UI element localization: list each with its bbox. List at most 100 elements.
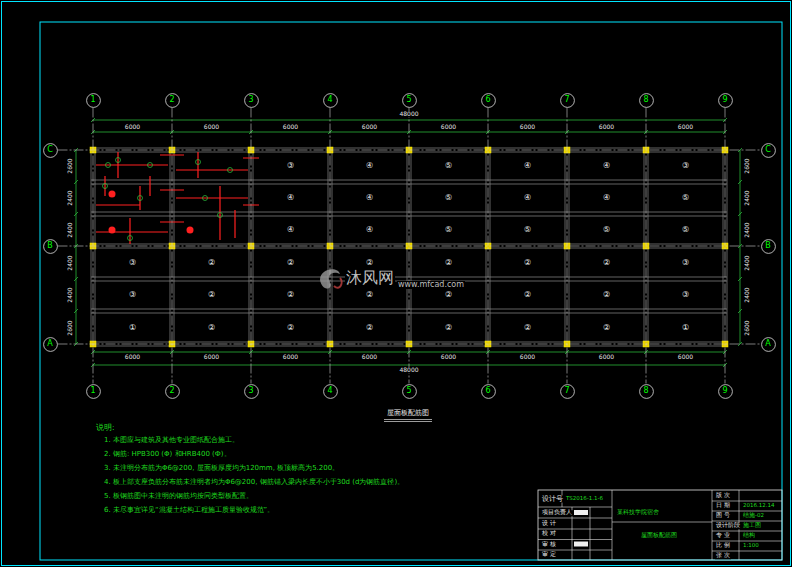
slab-number: ② xyxy=(207,259,216,267)
dimension-text: 48000 xyxy=(398,367,419,373)
slab-number: ② xyxy=(444,259,453,267)
title-block-cell: 结构 xyxy=(742,533,756,539)
slab-number: ④ xyxy=(602,194,611,202)
bubble-circle xyxy=(402,384,416,398)
title-block-cell: 版 次 xyxy=(715,493,731,499)
axis-bubble: 8 xyxy=(639,384,654,399)
slab-number: ② xyxy=(523,291,532,299)
title-block-cell: 图 号 xyxy=(715,513,731,519)
bubble-circle xyxy=(481,384,495,398)
axis-label: C xyxy=(47,146,53,154)
axis-bubble: 3 xyxy=(244,384,259,399)
title-block-grid xyxy=(538,490,782,560)
slab-number: ⑤ xyxy=(681,194,690,202)
note-text: 3. 未注明分布筋为Φ6@200, 屋面板厚度均为120mm, 板顶标高为5.2… xyxy=(103,465,340,472)
slab-number: ② xyxy=(444,291,453,299)
slab-number: ② xyxy=(602,291,611,299)
axis-label: 8 xyxy=(643,387,648,395)
dimension-text: 2400 xyxy=(67,189,73,206)
slab-number: ④ xyxy=(523,194,532,202)
bubble-circle xyxy=(560,93,574,107)
dimension-text: 2400 xyxy=(744,254,750,271)
dimension-text: 2600 xyxy=(744,319,750,336)
axis-label: 7 xyxy=(564,96,569,104)
axis-label: 6 xyxy=(485,387,490,395)
axis-line xyxy=(251,108,252,384)
title-block-cell: 设计阶段 xyxy=(715,523,741,529)
dimension-text: 6000 xyxy=(124,354,141,360)
axis-bubble: 1 xyxy=(86,93,101,108)
watermark: www.mfcad.com xyxy=(397,281,465,289)
title-block-cell: 张 次 xyxy=(715,553,731,559)
signature-bar xyxy=(574,542,588,547)
rebar-marker xyxy=(103,184,108,189)
axis-bubble: B xyxy=(43,239,58,254)
slab-number: ② xyxy=(365,259,374,267)
title-block-cell: 校 对 xyxy=(541,531,557,537)
slab-number: ④ xyxy=(523,162,532,170)
dimension-text: 6000 xyxy=(203,124,220,130)
axis-label: 3 xyxy=(248,387,253,395)
axis-bubble: 3 xyxy=(244,93,259,108)
slab-number: ② xyxy=(602,324,611,332)
dimension-lines xyxy=(74,118,742,367)
slab-number: ② xyxy=(523,259,532,267)
dimension-text: 6000 xyxy=(440,124,457,130)
note-text: 2. 钢筋: HPB300 (Φ) 和HRB400 (Ф)。 xyxy=(103,451,232,458)
title-block-cell: 设计号 xyxy=(541,496,564,503)
slab-number: ④ xyxy=(365,226,374,234)
axis-bubble: A xyxy=(761,337,776,352)
slab-number: ② xyxy=(286,324,295,332)
title-block-cell: 2016.12.14 xyxy=(742,503,776,509)
axis-bubble: 5 xyxy=(402,93,417,108)
axis-line xyxy=(58,246,761,247)
dimension-text: 2600 xyxy=(67,157,73,174)
title-block-cell: 结施-02 xyxy=(742,513,765,519)
axis-label: A xyxy=(47,340,52,348)
axis-label: 4 xyxy=(327,96,332,104)
bubble-circle xyxy=(560,384,574,398)
axis-bubble: 8 xyxy=(639,93,654,108)
slab-number: ① xyxy=(681,324,690,332)
bubble-circle xyxy=(43,143,57,157)
axis-bubble: 5 xyxy=(402,384,417,399)
note-text: 1. 本图应与建筑及其他专业图纸配合施工。 xyxy=(103,437,240,444)
axis-line xyxy=(646,108,647,384)
axis-label: 3 xyxy=(248,96,253,104)
title-block-cell: 日 期 xyxy=(715,503,731,509)
dimension-text: 6000 xyxy=(282,354,299,360)
axis-bubble: 9 xyxy=(718,93,733,108)
bubble-circle xyxy=(323,93,337,107)
bubble-circle xyxy=(43,239,57,253)
axis-label: 5 xyxy=(406,387,411,395)
dimension-text: 2400 xyxy=(744,221,750,238)
axis-line xyxy=(93,108,94,384)
axis-bubble: 1 xyxy=(86,384,101,399)
axis-bubble: 7 xyxy=(560,384,575,399)
axis-bubble: B xyxy=(761,239,776,254)
bubble-circle xyxy=(718,384,732,398)
bubble-circle xyxy=(402,93,416,107)
axis-label: 4 xyxy=(327,387,332,395)
axis-label: C xyxy=(765,146,771,154)
inner-frame xyxy=(40,22,782,560)
slab-number: ③ xyxy=(128,291,137,299)
title-block-cell: 某科技学院宿舍 xyxy=(616,509,660,515)
title-block-cell: TS2016-1.1-6 xyxy=(565,496,604,502)
axis-line xyxy=(409,108,410,384)
title-block-cell: 施工图 xyxy=(742,523,762,529)
title-block-cell: 审 定 xyxy=(541,552,557,558)
dimension-text: 2400 xyxy=(67,254,73,271)
dimension-text: 6000 xyxy=(519,124,536,130)
watermark-logo xyxy=(334,278,342,288)
axis-label: 2 xyxy=(169,96,174,104)
axis-label: 5 xyxy=(406,96,411,104)
dimension-text: 48000 xyxy=(398,111,419,117)
slab-number: ④ xyxy=(365,194,374,202)
bubble-circle xyxy=(86,93,100,107)
bubble-circle xyxy=(761,143,775,157)
slab-number: ⑤ xyxy=(681,226,690,234)
bubble-circle xyxy=(86,384,100,398)
axis-line xyxy=(172,108,173,384)
